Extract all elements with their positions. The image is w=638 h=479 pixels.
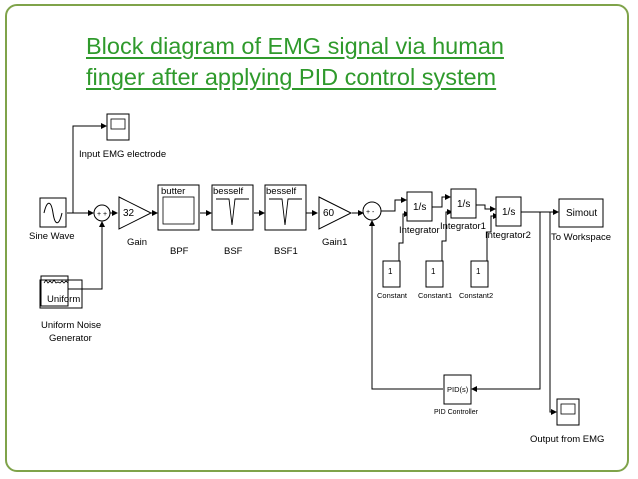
bsf1-top-label: besself (266, 186, 296, 197)
input-scope-label: Input EMG electrode (79, 149, 166, 160)
title-line-1: Block diagram of EMG signal via human (86, 33, 504, 59)
gain1-label: Gain1 (322, 237, 347, 248)
slide-title: Block diagram of EMG signal via human fi… (86, 31, 606, 93)
integrator-label: Integrator (399, 225, 440, 236)
bsf1-block[interactable]: besself BSF1 (264, 184, 307, 257)
uniform-noise-block[interactable]: Uniform Uniform Noise Generator (39, 275, 101, 344)
gain1-block[interactable]: 60 Gain1 (318, 196, 353, 248)
constant-block[interactable]: 1 Constant (377, 260, 408, 300)
signal-wires (67, 123, 559, 415)
sine-wave-label: Sine Wave (29, 231, 75, 242)
integrator2-block[interactable]: 1/s Integrator2 (485, 196, 531, 241)
integrator1-symbol: 1/s (457, 199, 470, 210)
integrator-symbol: 1/s (413, 202, 426, 213)
constant2-label: Constant2 (459, 291, 493, 300)
wire-constant (398, 211, 410, 275)
gain-value: 32 (123, 208, 135, 219)
slide-frame (5, 4, 629, 472)
bsf-block[interactable]: besself BSF (211, 184, 254, 257)
output-scope-block[interactable]: Output from EMG (530, 398, 604, 445)
wire-int1-to-int2 (476, 204, 496, 212)
wire-to-input-scope (72, 123, 107, 213)
gain-block[interactable]: 32 Gain (118, 196, 153, 248)
constant2-value: 1 (476, 267, 481, 276)
sine-wave-block[interactable]: Sine Wave (29, 197, 75, 242)
sum2-signs: + - (366, 209, 375, 216)
bsf-top-label: besself (213, 186, 243, 197)
simout-inner-label: Simout (566, 208, 597, 219)
wire-to-output-scope (549, 212, 557, 415)
bpf-block[interactable]: butter BPF (157, 184, 200, 257)
simout-label: To Workspace (551, 232, 611, 243)
gain1-value: 60 (323, 208, 335, 219)
title-line-2: finger after applying PID control system (86, 64, 497, 90)
integrator2-symbol: 1/s (502, 207, 515, 218)
wire-to-pid (471, 212, 541, 392)
integrator2-label: Integrator2 (485, 230, 531, 241)
wire-sum2-to-integrator (381, 197, 407, 212)
sum1-signs: + + (97, 211, 107, 218)
integrator1-label: Integrator1 (440, 221, 486, 232)
bsf1-label: BSF1 (274, 246, 298, 257)
uniform-label-line1: Uniform Noise (41, 320, 101, 331)
bsf-label: BSF (224, 246, 243, 257)
output-scope-label: Output from EMG (530, 434, 604, 445)
bpf-top-label: butter (161, 186, 185, 197)
wire-constant1 (441, 209, 453, 275)
input-scope-block[interactable]: Input EMG electrode (79, 113, 166, 160)
gain-label: Gain (127, 237, 147, 248)
pid-label: PID Controller (434, 409, 479, 416)
constant1-label: Constant1 (418, 291, 452, 300)
wire-uniform-to-sum1 (68, 221, 105, 290)
constant1-value: 1 (431, 267, 436, 276)
wire-constant2 (486, 213, 499, 275)
uniform-inner-label: Uniform (47, 294, 80, 305)
wire-pid-to-sum2 (369, 220, 443, 390)
constant-label: Constant (377, 291, 408, 300)
constant2-block[interactable]: 1 Constant2 (459, 260, 493, 300)
constant1-block[interactable]: 1 Constant1 (418, 260, 452, 300)
constant-value: 1 (388, 267, 393, 276)
sum1-block[interactable]: + + (93, 204, 111, 222)
sum2-block[interactable]: + - (362, 201, 382, 221)
wire-int-to-int1 (432, 194, 451, 208)
simout-block[interactable]: Simout To Workspace (551, 198, 611, 243)
uniform-label-line2: Generator (49, 333, 92, 344)
integrator1-block[interactable]: 1/s Integrator1 (440, 188, 486, 232)
bpf-label: BPF (170, 246, 189, 257)
pid-controller-block[interactable]: PID(s) PID Controller (434, 374, 479, 416)
pid-inner-label: PID(s) (447, 385, 469, 394)
integrator-block[interactable]: 1/s Integrator (399, 191, 440, 236)
